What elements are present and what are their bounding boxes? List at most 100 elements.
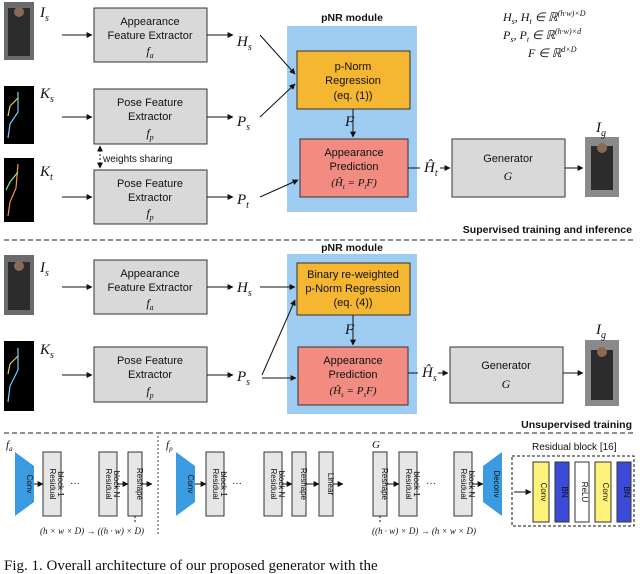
prediction-box-top: Appearance Prediction (Ĥt = PtF): [299, 138, 409, 198]
svg-text:G: G: [502, 377, 511, 391]
arrows-top: [62, 32, 584, 200]
svg-text:Appearance: Appearance: [120, 16, 179, 28]
svg-text:Binary re-weighted: Binary re-weighted: [307, 269, 399, 281]
svg-text:Extractor: Extractor: [128, 369, 172, 381]
fa-conv: [15, 452, 34, 516]
svg-text:Regression: Regression: [325, 75, 381, 87]
svg-text:block 1: block 1: [412, 471, 421, 497]
svg-text:fa: fa: [6, 439, 13, 453]
svg-text:Hs: Hs: [236, 34, 252, 53]
svg-text:Reshape: Reshape: [135, 468, 144, 501]
svg-text:Generator: Generator: [483, 153, 533, 165]
svg-text:Pose Feature: Pose Feature: [117, 97, 183, 109]
svg-text:Deconv: Deconv: [492, 470, 501, 497]
svg-text:block N: block N: [467, 471, 476, 498]
svg-text:p-Norm Regression: p-Norm Regression: [305, 283, 400, 295]
svg-text:fa: fa: [146, 44, 153, 60]
svg-text:Conv: Conv: [25, 475, 34, 494]
svg-text:Ps, Pt ∈ ℝ(h·w)×d: Ps, Pt ∈ ℝ(h·w)×d: [502, 27, 582, 44]
svg-text:(eq. (1)): (eq. (1)): [333, 90, 372, 102]
svg-text:Residual: Residual: [104, 468, 113, 499]
svg-text:Reshape: Reshape: [299, 468, 308, 501]
svg-text:block 1: block 1: [219, 471, 228, 497]
svg-text:Kt: Kt: [39, 164, 53, 183]
svg-text:Extractor: Extractor: [128, 192, 172, 204]
caption-supervised: Supervised training and inference: [463, 224, 632, 236]
pose-extractor-bottom: Pose Feature Extractor fp: [93, 346, 208, 403]
svg-text:Residual block [16]: Residual block [16]: [532, 442, 617, 453]
svg-text:Feature Extractor: Feature Extractor: [108, 30, 193, 42]
svg-text:Feature Extractor: Feature Extractor: [108, 282, 193, 294]
svg-text:Is: Is: [39, 5, 49, 24]
svg-text:ReLU: ReLU: [580, 482, 589, 503]
generator-box-top: Generator G: [451, 138, 566, 198]
svg-text:Ig: Ig: [595, 322, 606, 341]
svg-text:···: ···: [70, 478, 80, 489]
svg-text:Hs, Ht ∈ ℝ(h·w)×D: Hs, Ht ∈ ℝ(h·w)×D: [502, 9, 586, 26]
svg-text:(Ĥt = PtF): (Ĥt = PtF): [331, 177, 377, 191]
svg-text:Appearance: Appearance: [323, 355, 382, 367]
pnr-title-top: pNR module: [321, 12, 383, 24]
svg-text:Extractor: Extractor: [128, 111, 172, 123]
svg-text:Residual: Residual: [211, 468, 220, 499]
svg-text:Residual: Residual: [459, 468, 468, 499]
svg-text:Prediction: Prediction: [330, 161, 379, 173]
svg-text:Pose Feature: Pose Feature: [117, 355, 183, 367]
svg-text:block 1: block 1: [56, 471, 65, 497]
svg-text:Ks: Ks: [39, 342, 54, 361]
svg-text:Residual: Residual: [48, 468, 57, 499]
svg-text:Ps: Ps: [236, 369, 250, 388]
caption-unsupervised: Unsupervised training: [521, 419, 632, 431]
svg-text:(Ĥs = PsF): (Ĥs = PsF): [329, 385, 376, 399]
pose-extractor-t-top: Pose Feature Extractor fp: [93, 169, 208, 225]
dimension-legend: Hs, Ht ∈ ℝ(h·w)×D Ps, Pt ∈ ℝ(h·w)×d F ∈ …: [502, 9, 586, 60]
svg-text:Ĥt: Ĥt: [423, 159, 438, 179]
svg-text:F: F: [344, 114, 355, 130]
pnr-title-bottom: pNR module: [321, 242, 383, 254]
svg-text:Residual: Residual: [269, 468, 278, 499]
svg-text:fp: fp: [146, 126, 153, 142]
weights-sharing-label: weights sharing: [102, 154, 172, 165]
appearance-extractor-bottom: Appearance Feature Extractor fa: [93, 259, 208, 315]
svg-text:F ∈ ℝd×D: F ∈ ℝd×D: [527, 45, 577, 60]
svg-text:Residual: Residual: [404, 468, 413, 499]
g-reshape-note: ((h · w) × D) → (h × w × D): [372, 526, 476, 536]
svg-text:Ig: Ig: [595, 120, 606, 139]
svg-text:block N: block N: [277, 471, 286, 498]
svg-text:Reshape: Reshape: [380, 468, 389, 501]
pose-extractor-s-top: Pose Feature Extractor fp: [93, 88, 208, 145]
svg-text:BN: BN: [560, 486, 569, 497]
svg-text:Linear: Linear: [326, 473, 335, 496]
svg-text:BN: BN: [622, 486, 631, 497]
svg-text:Conv: Conv: [539, 483, 548, 502]
arrows-bottom: [62, 284, 584, 381]
svg-text:G: G: [372, 439, 380, 451]
regression-box-bottom: Binary re-weighted p-Norm Regression (eq…: [296, 262, 411, 316]
arch-fa: fa Conv Residual block 1 ··· Residual bl…: [6, 439, 153, 536]
svg-text:Hs: Hs: [236, 280, 252, 299]
svg-text:···: ···: [426, 478, 436, 489]
arch-fp: fp Conv Residual block 1 ··· Residual bl…: [166, 439, 344, 517]
svg-text:Appearance: Appearance: [324, 147, 383, 159]
fa-reshape-note: (h × w × D) → ((h · w) × D): [40, 526, 144, 536]
prediction-box-bottom: Appearance Prediction (Ĥs = PsF): [297, 346, 409, 406]
svg-text:G: G: [504, 169, 513, 183]
svg-text:···: ···: [232, 478, 242, 489]
svg-text:fp: fp: [146, 384, 153, 400]
svg-text:Ps: Ps: [236, 114, 250, 133]
svg-text:Generator: Generator: [481, 360, 531, 372]
residual-block-detail: Residual block [16] Conv BN ReLU Conv BN: [511, 442, 635, 527]
regression-box-top: p-Norm Regression (eq. (1)): [296, 50, 411, 110]
appearance-extractor-top: Appearance Feature Extractor fa: [93, 7, 208, 63]
svg-text:fp: fp: [146, 206, 153, 222]
svg-text:Conv: Conv: [601, 483, 610, 502]
svg-text:Pose Feature: Pose Feature: [117, 178, 183, 190]
svg-text:Conv: Conv: [186, 475, 195, 494]
arch-g: G Reshape Residual block 1 ··· Residual …: [372, 439, 502, 536]
svg-text:Prediction: Prediction: [329, 369, 378, 381]
figure-caption: Fig. 1. Overall architecture of our prop…: [4, 558, 378, 574]
svg-text:Pt: Pt: [236, 192, 249, 211]
svg-text:block N: block N: [112, 471, 121, 498]
generator-box-bottom: Generator G: [449, 346, 564, 404]
